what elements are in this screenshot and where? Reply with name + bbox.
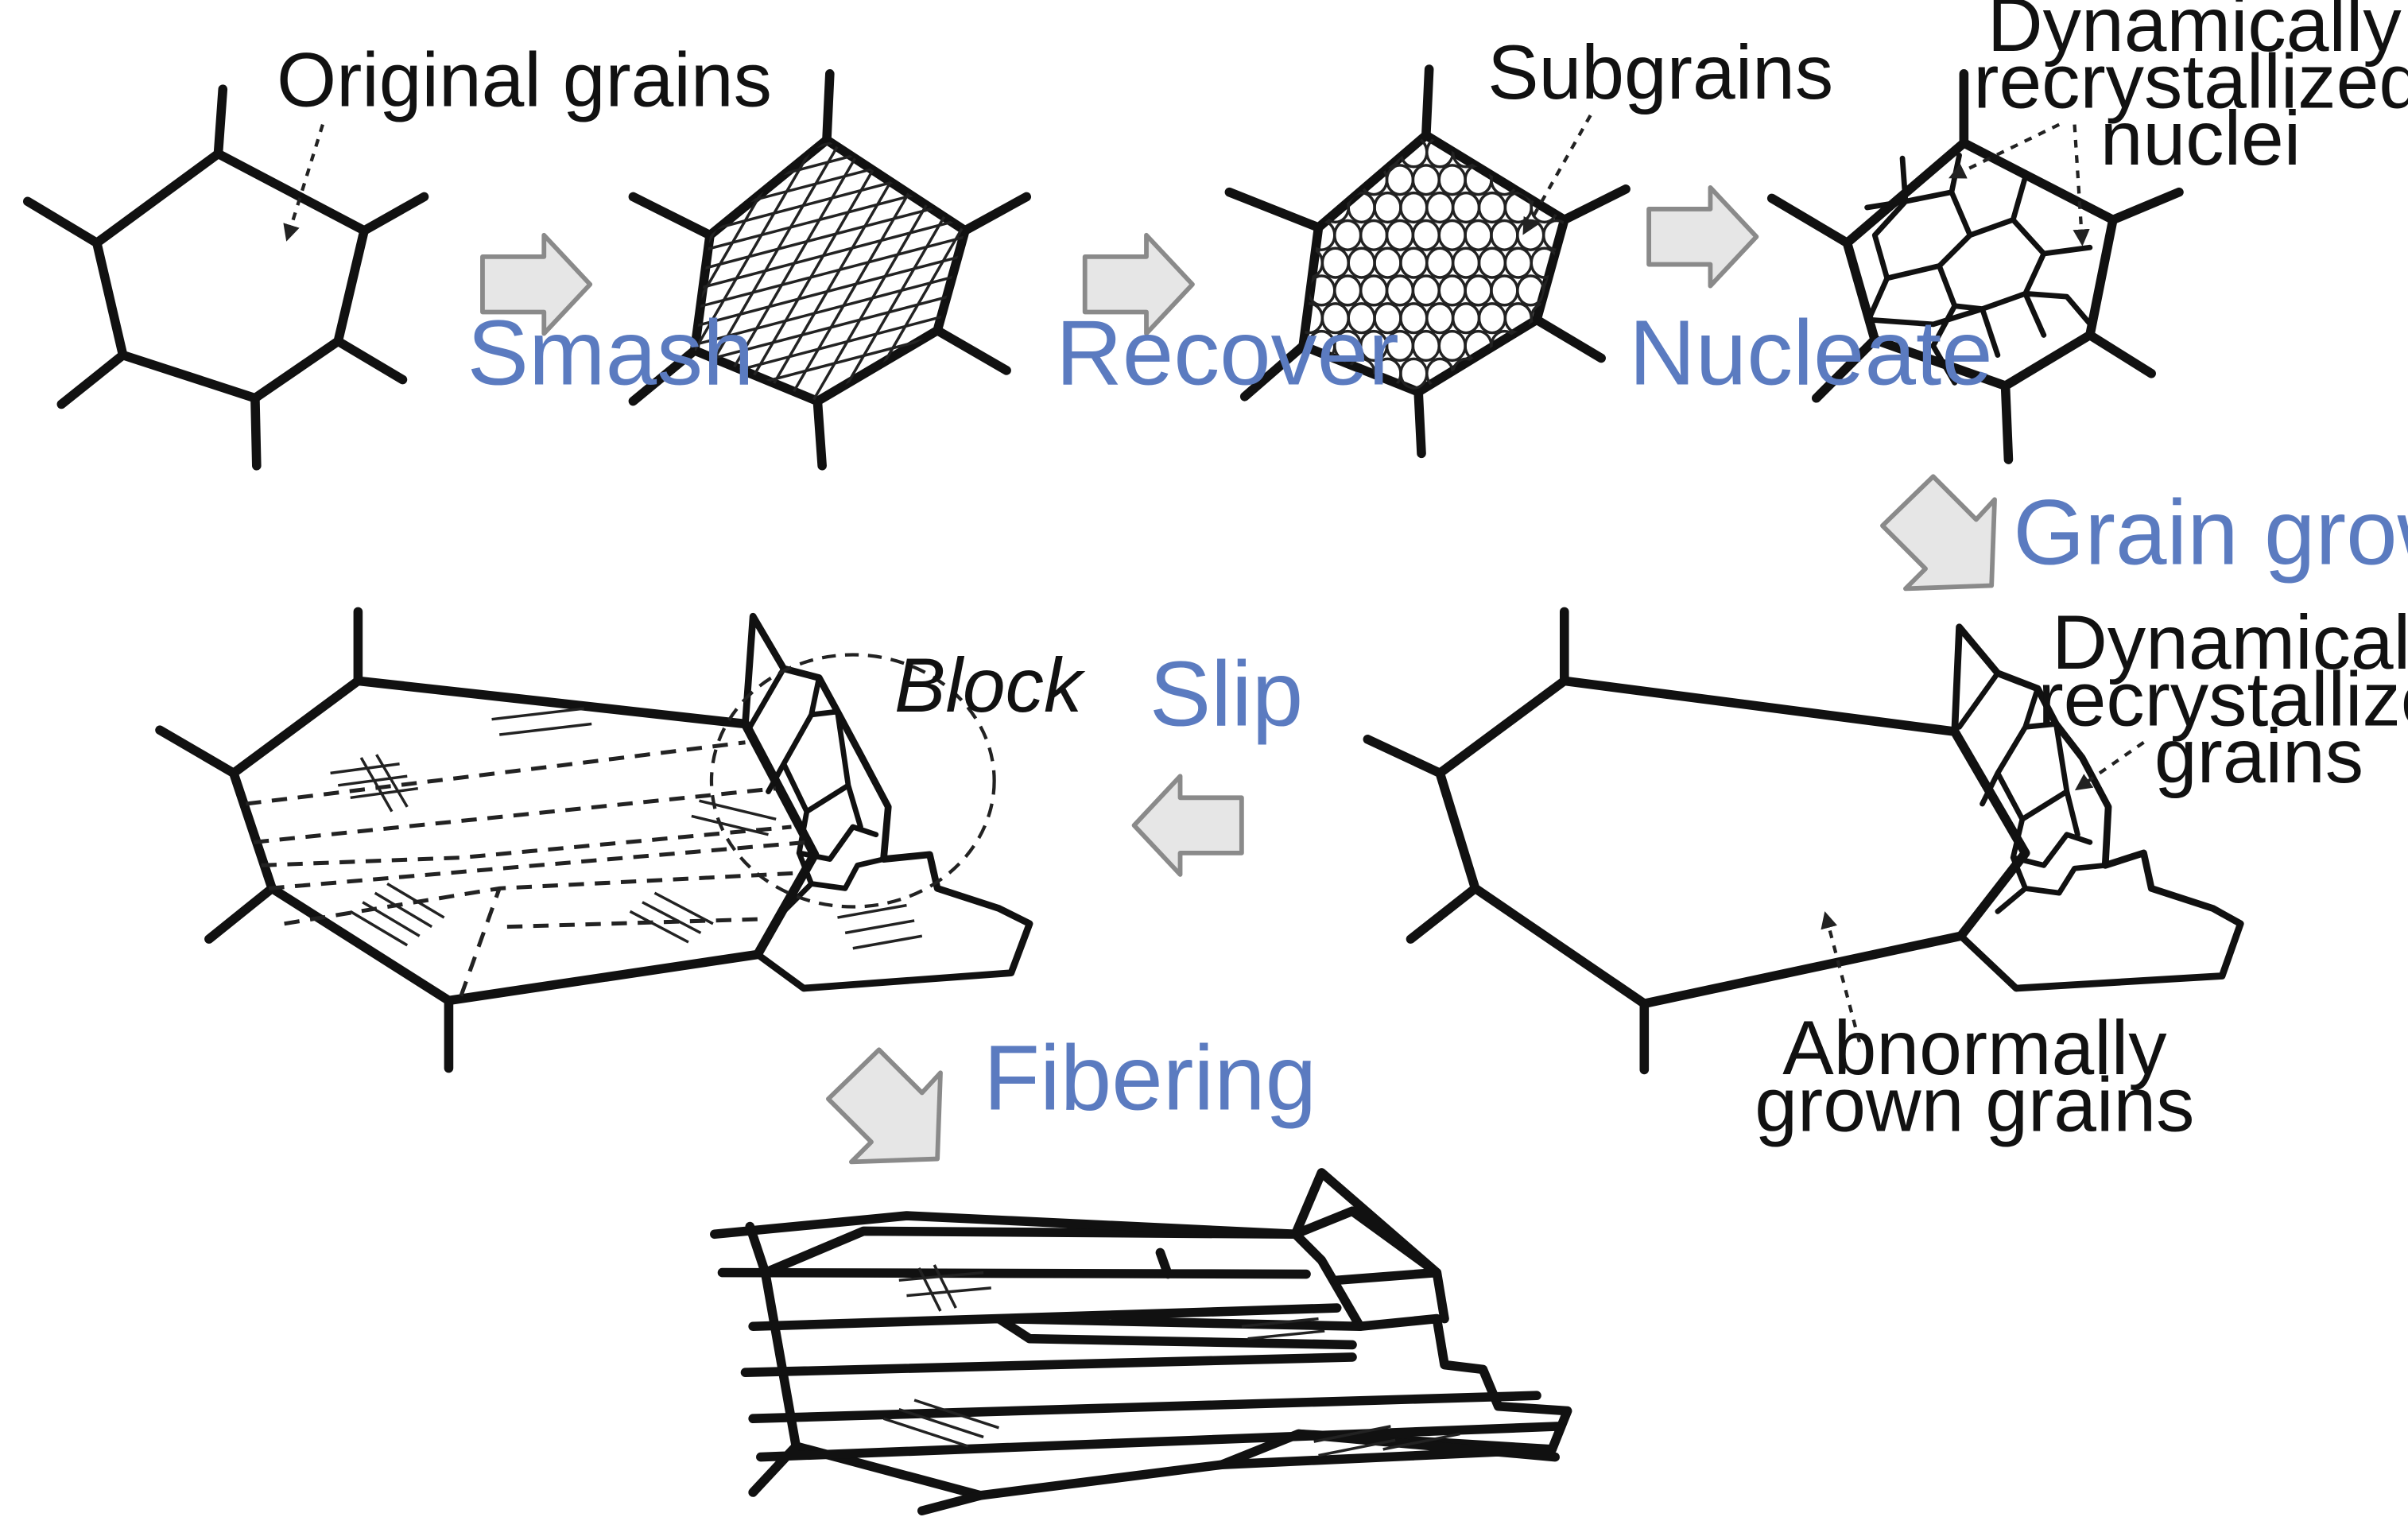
step-slip: Slip — [1150, 642, 1303, 745]
label-abnormal-line2: grown grains — [1755, 1063, 2194, 1148]
pointer-abnormal-grains — [1821, 911, 1861, 1043]
fibered-grain — [710, 1168, 1572, 1515]
label-drx-line3: grains — [2154, 714, 2363, 799]
label-subgrains: Subgrains — [1487, 30, 1833, 115]
step-fibering: Fibering — [983, 1026, 1316, 1130]
label-nuclei: Dynamically recrystallized nuclei — [1973, 0, 2408, 181]
pointer-original-grains — [283, 124, 324, 242]
pointer-nuclei-right — [2073, 124, 2090, 246]
label-abnormal-grains: Abnormally grown grains — [1755, 1006, 2194, 1148]
nucleated-grain — [1766, 69, 2184, 464]
arrow-recover — [1082, 232, 1195, 336]
pointer-subgrains — [1522, 114, 1592, 235]
pointer-drx-grains — [2074, 740, 2145, 791]
label-block: Block — [894, 643, 1086, 728]
step-grain-growth: Grain growth — [2013, 480, 2408, 584]
label-drx-line2: recrystallized — [2038, 657, 2408, 742]
slipped-grain — [155, 607, 1033, 1073]
label-nuclei-line1: Dynamically — [1987, 0, 2402, 68]
step-nucleate: Nucleate — [1629, 301, 1993, 404]
arrow-slip — [1131, 774, 1244, 877]
step-smash: Smash — [467, 301, 754, 404]
label-original-grains: Original grains — [277, 37, 772, 122]
step-recover: Recover — [1056, 301, 1399, 404]
label-nuclei-line2: recrystallized — [1973, 39, 2408, 124]
label-drx-grains: Dynamically recrystallized grains — [2038, 600, 2408, 799]
label-drx-line1: Dynamically — [2052, 600, 2408, 685]
pointer-nuclei-left — [1949, 122, 2061, 179]
arrow-fibering — [825, 1047, 943, 1165]
block-circle — [709, 653, 996, 909]
arrow-smash — [480, 232, 593, 336]
original-grain — [22, 84, 429, 471]
label-nuclei-line3: nuclei — [2100, 96, 2301, 181]
abnormal-grown-grain — [1363, 607, 2244, 1075]
label-abnormal-line1: Abnormally — [1782, 1006, 2167, 1091]
arrow-nucleate — [1646, 184, 1759, 289]
arrow-grain-growth — [1880, 474, 1997, 592]
